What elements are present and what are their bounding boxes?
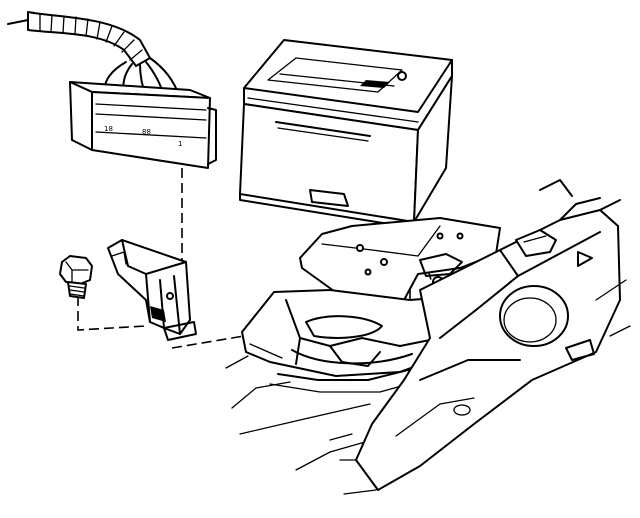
hold-down-bolt (59, 255, 93, 299)
connector-mark-18: 18 (104, 125, 113, 133)
wiring-harness (7, 11, 181, 99)
battery (239, 39, 453, 229)
connector-mark-88: 88 (142, 128, 151, 136)
mounting-bracket (107, 239, 197, 341)
connector-mark-1: 1 (178, 140, 182, 148)
battery-side (413, 75, 453, 223)
battery-tray (225, 217, 501, 471)
vehicle-frame-rail (329, 179, 631, 495)
electrical-connector-block: 18 88 1 (69, 81, 217, 169)
